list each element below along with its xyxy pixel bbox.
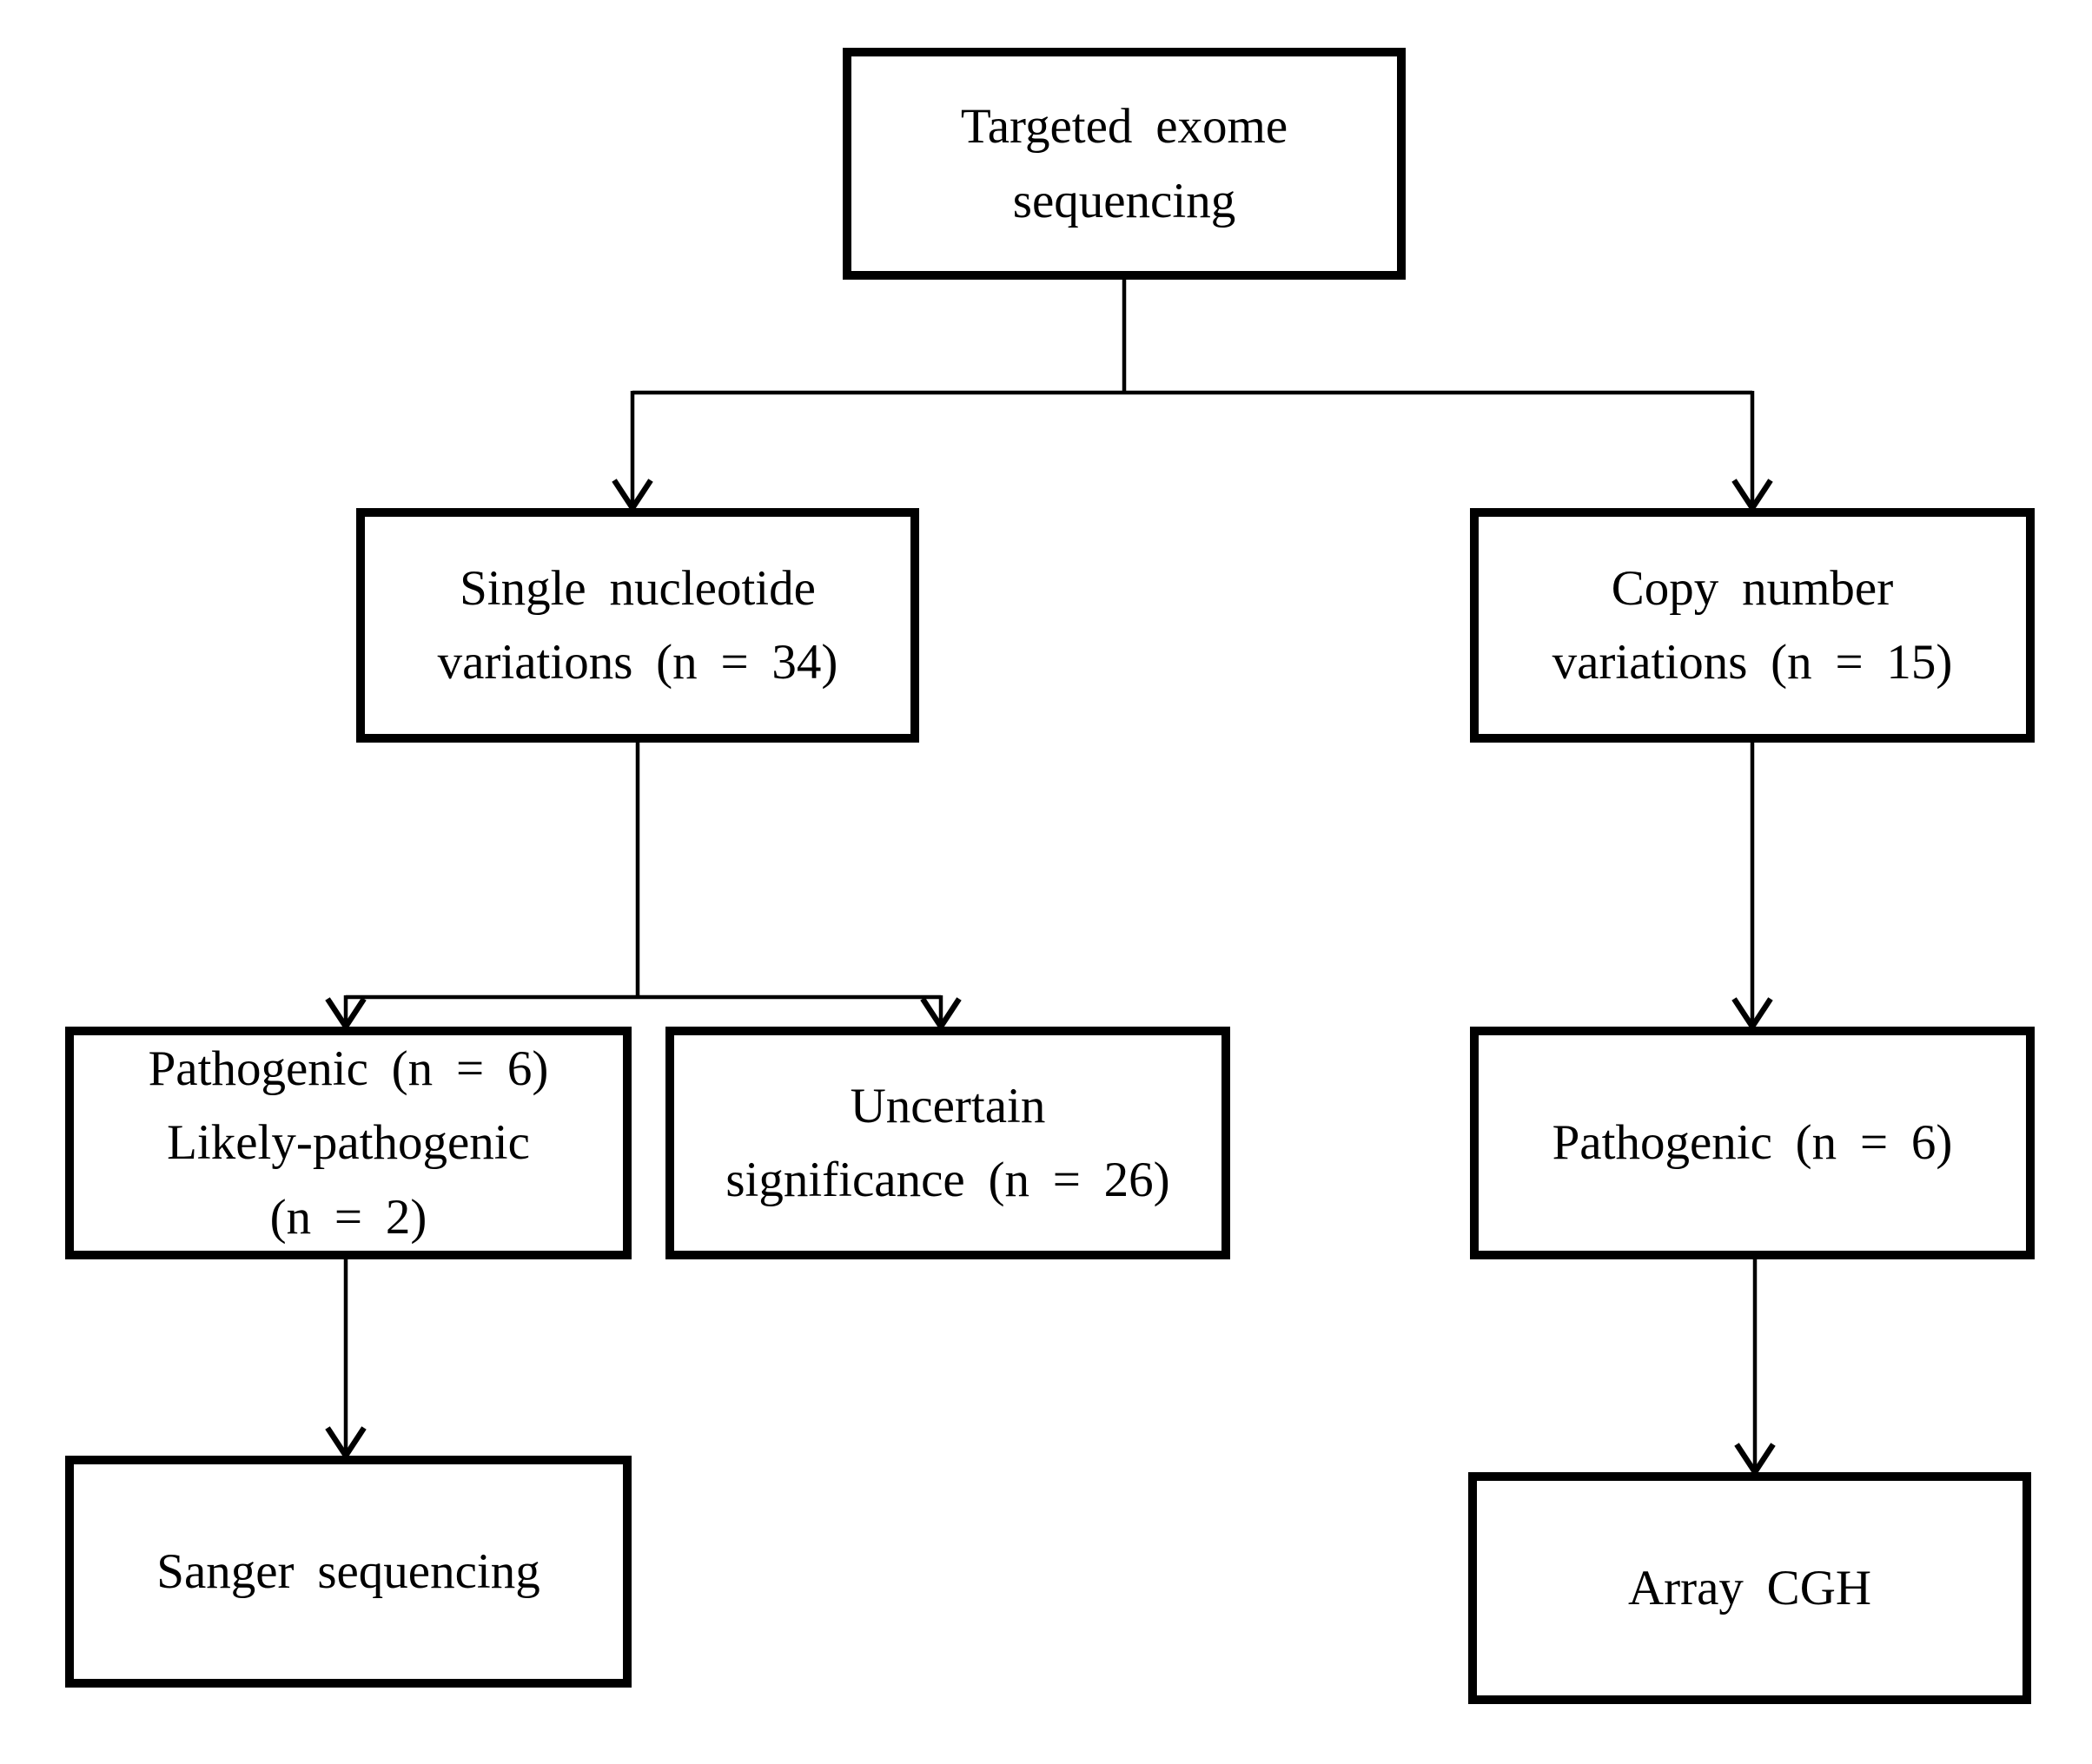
node-sanger-sequencing-label: Sanger sequencing [156,1543,540,1599]
node-cnv-pathogenic: Pathogenic (n = 6) [1470,1027,2035,1259]
node-sanger-sequencing: Sanger sequencing [65,1456,632,1688]
node-copy-number-variations-label: Copy number variations (n = 15) [1552,560,1953,690]
node-pathogenic-likely-pathogenic-label: Pathogenic (n = 6) Likely-pathogenic (n … [148,1041,549,1245]
node-copy-number-variations: Copy number variations (n = 15) [1470,508,2035,743]
node-single-nucleotide-variations: Single nucleotide variations (n = 34) [356,508,919,743]
node-targeted-exome-sequencing: Targeted exome sequencing [843,48,1406,280]
node-targeted-exome-sequencing-label: Targeted exome sequencing [960,99,1288,228]
node-single-nucleotide-variations-label: Single nucleotide variations (n = 34) [437,560,838,690]
node-uncertain-significance: Uncertain significance (n = 26) [665,1027,1230,1259]
node-array-cgh-label: Array CGH [1627,1560,1872,1615]
node-uncertain-significance-label: Uncertain significance (n = 26) [725,1078,1170,1208]
node-array-cgh: Array CGH [1468,1472,2031,1704]
node-cnv-pathogenic-label: Pathogenic (n = 6) [1552,1115,1953,1171]
node-pathogenic-likely-pathogenic: Pathogenic (n = 6) Likely-pathogenic (n … [65,1027,632,1259]
